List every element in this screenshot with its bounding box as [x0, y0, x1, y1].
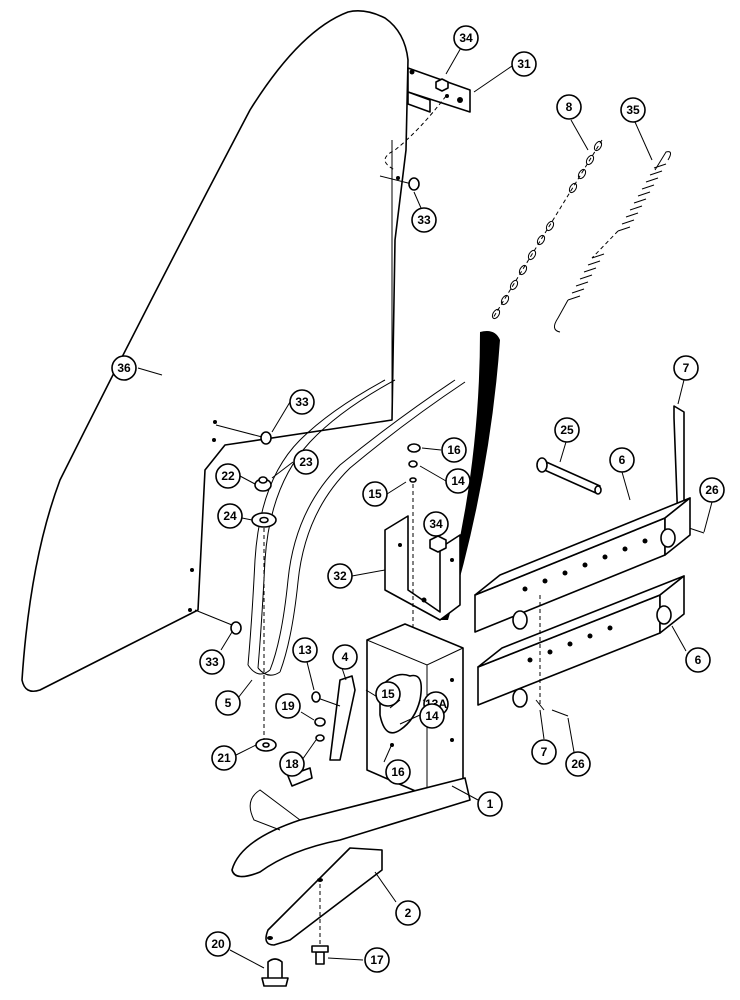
- callout-19: 19: [275, 693, 301, 719]
- sweep-share: [231, 767, 471, 878]
- svg-text:1: 1: [487, 797, 494, 811]
- svg-text:16: 16: [391, 765, 405, 779]
- svg-text:34: 34: [459, 31, 473, 45]
- callout-14-lower: 14: [419, 703, 445, 729]
- svg-text:19: 19: [281, 699, 295, 713]
- callout-18: 18: [279, 751, 305, 777]
- svg-text:21: 21: [217, 751, 231, 765]
- nut-washer-stack: [251, 476, 277, 752]
- callout-17: 17: [364, 947, 390, 973]
- svg-text:22: 22: [221, 469, 235, 483]
- svg-text:18: 18: [285, 757, 299, 771]
- callout-2: 2: [395, 900, 421, 926]
- svg-text:15: 15: [381, 687, 395, 701]
- bolt-mid: [215, 424, 272, 445]
- svg-text:8: 8: [566, 100, 573, 114]
- callout-16-lower: 16: [385, 759, 411, 785]
- small-bracket: [311, 675, 393, 761]
- svg-text:4: 4: [342, 650, 349, 664]
- svg-text:6: 6: [619, 453, 626, 467]
- svg-text:24: 24: [223, 509, 237, 523]
- svg-text:14: 14: [451, 474, 465, 488]
- svg-text:25: 25: [560, 423, 574, 437]
- callout-33-mid: 33: [289, 389, 315, 415]
- small-hardware-upper: [407, 443, 421, 640]
- callout-1: 1: [477, 791, 503, 817]
- chain: [491, 139, 603, 320]
- svg-text:6: 6: [695, 653, 702, 667]
- strap: [440, 331, 500, 620]
- svg-text:7: 7: [541, 745, 548, 759]
- callout-31: 31: [511, 51, 537, 77]
- callout-32: 32: [327, 563, 353, 589]
- spring: [554, 151, 672, 333]
- svg-text:16: 16: [447, 443, 461, 457]
- shank-box: [366, 623, 464, 797]
- svg-text:20: 20: [211, 937, 225, 951]
- svg-text:31: 31: [517, 57, 531, 71]
- callout-8: 8: [556, 94, 582, 120]
- svg-text:33: 33: [417, 213, 431, 227]
- callout-16-upper: 16: [441, 437, 467, 463]
- callout-36: 36: [111, 355, 137, 381]
- bolt-upper: [379, 175, 420, 191]
- callout-14-upper: 14: [445, 468, 471, 494]
- svg-text:26: 26: [571, 757, 585, 771]
- svg-text:33: 33: [205, 655, 219, 669]
- callout-5: 5: [215, 690, 241, 716]
- svg-text:26: 26: [705, 483, 719, 497]
- callout-23: 23: [293, 449, 319, 475]
- callout-33-lower: 33: [199, 649, 225, 675]
- callout-34-top: 34: [453, 25, 479, 51]
- callout-26-upper: 26: [699, 477, 725, 503]
- callout-21: 21: [211, 745, 237, 771]
- callout-20: 20: [205, 931, 231, 957]
- point: [265, 847, 383, 950]
- callout-15-lower: 15: [375, 681, 401, 707]
- lock-pin-lower: [535, 595, 569, 717]
- callout-15-upper: 15: [362, 481, 388, 507]
- svg-text:23: 23: [299, 455, 313, 469]
- callout-34-mid: 34: [423, 511, 449, 537]
- svg-text:35: 35: [626, 103, 640, 117]
- callout-6-upper: 6: [609, 447, 635, 473]
- svg-text:34: 34: [429, 517, 443, 531]
- channel-bar-upper: [474, 497, 691, 633]
- svg-text:32: 32: [333, 569, 347, 583]
- svg-text:15: 15: [368, 487, 382, 501]
- hinge-bracket: [384, 67, 471, 171]
- long-bolt: [536, 457, 602, 495]
- bolt-lower: [194, 609, 242, 635]
- callout-7-upper: 7: [673, 355, 699, 381]
- svg-text:2: 2: [405, 906, 412, 920]
- svg-text:36: 36: [117, 361, 131, 375]
- callout-7-lower: 7: [531, 739, 557, 765]
- svg-text:5: 5: [225, 696, 232, 710]
- callout-22: 22: [215, 463, 241, 489]
- svg-text:7: 7: [683, 361, 690, 375]
- channel-bar-lower: [477, 575, 685, 708]
- mount-bracket: [384, 515, 461, 621]
- small-bolt: [311, 945, 329, 965]
- shield-panel: [21, 10, 409, 693]
- svg-text:33: 33: [295, 395, 309, 409]
- carriage-bolt: [261, 958, 289, 987]
- callout-4: 4: [332, 644, 358, 670]
- callout-35: 35: [620, 97, 646, 123]
- svg-text:13: 13: [298, 643, 312, 657]
- svg-text:17: 17: [370, 953, 384, 967]
- callout-25: 25: [554, 417, 580, 443]
- callout-33-upper: 33: [411, 207, 437, 233]
- callout-13: 13: [292, 637, 318, 663]
- callout-24: 24: [217, 503, 243, 529]
- tube: [247, 379, 466, 676]
- svg-text:14: 14: [425, 709, 439, 723]
- callout-26-lower: 26: [565, 751, 591, 777]
- callout-6-lower: 6: [685, 647, 711, 673]
